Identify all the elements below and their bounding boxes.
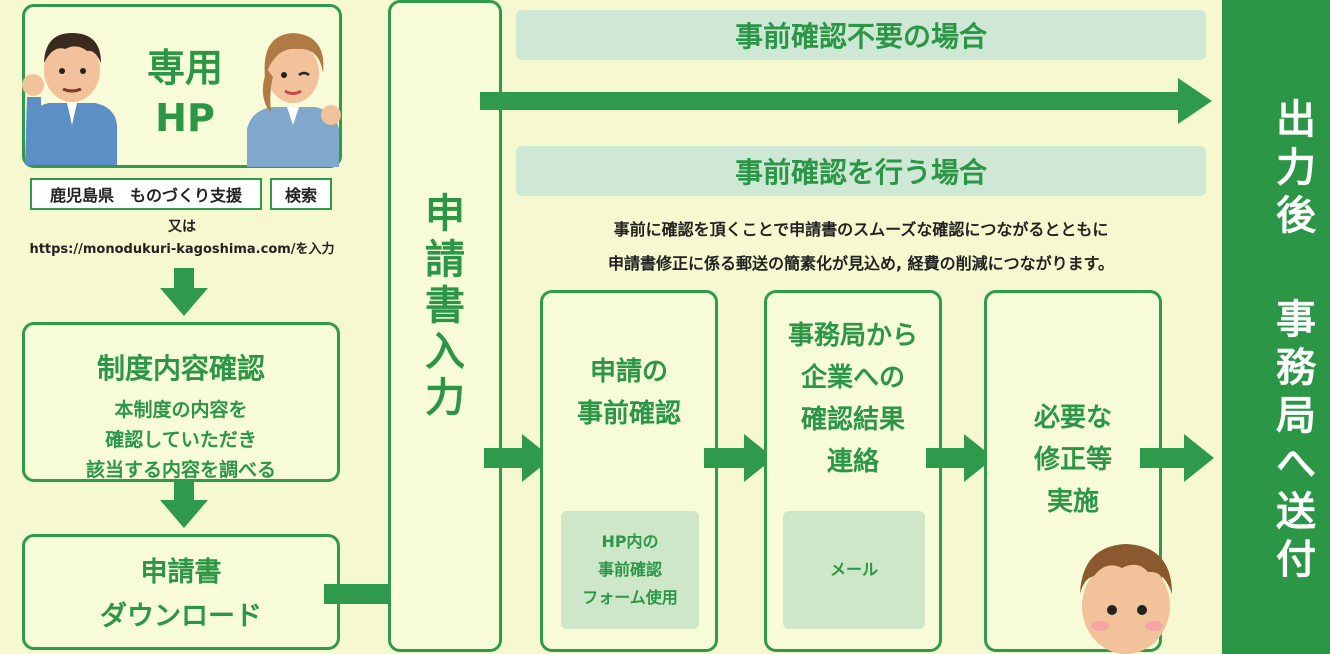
output-send-column: 出 力 後 事 務 局 へ 送 付 [1222,0,1330,654]
hp-form-sub-box: HP内の 事前確認 フォーム使用 [561,511,699,629]
application-download-line2: ダウンロード [100,601,262,632]
search-term-text: 鹿児島県 ものづくり支援 [49,186,242,205]
long-right-arrow-icon [480,78,1212,124]
output-text-col2: 事 務 局 へ 送 付 [1272,296,1320,584]
step-result-contact-title: 事務局から 企業への 確認結果 連絡 [767,315,939,483]
output-char: 事 [1276,297,1316,343]
step-result-line4: 連絡 [826,447,879,477]
right-arrow-icon [704,434,774,482]
output-char: 送 [1276,489,1316,535]
right-arrow-icon [926,434,994,482]
down-arrow-icon [160,480,208,528]
step-correction-title: 必要な 修正等 実施 [987,397,1159,523]
output-text-col1: 出 力 後 [1272,96,1320,240]
input-char: 力 [425,375,465,421]
info-text-line2: 申請書修正に係る郵送の簡素化が見込め, 経費の削減につながります。 [607,254,1115,273]
email-sub-box: メール [783,511,925,629]
step-correction-line2: 修正等 [1033,445,1112,475]
url-text: https://monodukuri-kagoshima.com/を入力 [29,242,335,257]
hp-form-line2: 事前確認 [597,560,662,579]
application-download-box: 申請書 ダウンロード [22,534,340,650]
hp-form-line1: HP内の [601,532,659,551]
input-char: 申 [425,191,465,237]
info-text-line1: 事前に確認を頂くことで申請書のスムーズな確認につながるとともに [613,220,1109,239]
system-check-desc-line3: 該当する内容を調べる [85,459,276,481]
output-char: 力 [1276,145,1316,191]
step-precheck-title: 申請の 事前確認 [543,351,715,435]
output-char: 局 [1276,393,1316,439]
search-button-label: 検索 [284,186,317,205]
input-char: 請 [425,237,465,283]
hp-title-line2: HP [155,96,215,140]
output-char: 付 [1276,537,1316,583]
system-check-title: 制度内容確認 [96,352,265,385]
input-char: 入 [425,329,465,375]
step-precheck-box: 申請の 事前確認 HP内の 事前確認 フォーム使用 [540,290,718,652]
with-precheck-label: 事前確認を行う場合 [734,156,987,189]
man-illustration [22,33,117,165]
step-correction-line1: 必要な [1033,403,1112,433]
woman-illustration [247,33,341,167]
hp-title: 専用 HP [135,43,235,143]
boy-illustration [1080,544,1172,654]
input-char: 書 [425,283,465,329]
down-arrow-icon [160,268,208,316]
no-precheck-banner: 事前確認不要の場合 [516,10,1206,60]
application-download-line1: 申請書 [140,557,222,588]
or-text: 又は [168,219,196,235]
hp-form-line3: フォーム使用 [582,588,678,607]
step-result-line1: 事務局から [787,321,918,351]
system-check-desc-line2: 確認していただき [105,429,257,451]
hp-panel: 専用 HP [22,4,342,168]
no-precheck-label: 事前確認不要の場合 [734,20,987,53]
step-result-line3: 確認結果 [800,405,905,435]
search-button[interactable]: 検索 [270,178,332,210]
output-char: 後 [1276,193,1316,239]
right-arrow-icon [1140,434,1214,482]
right-arrow-icon [484,434,552,482]
with-precheck-banner: 事前確認を行う場合 [516,146,1206,196]
application-download-text: 申請書 ダウンロード [25,551,337,639]
step-result-contact-box: 事務局から 企業への 確認結果 連絡 メール [764,290,942,652]
hp-title-line1: 専用 [146,46,223,90]
system-check-description: 本制度の内容を 確認していただき 該当する内容を調べる [25,395,337,485]
step-correction-line3: 実施 [1046,487,1099,517]
system-check-box: 制度内容確認 本制度の内容を 確認していただき 該当する内容を調べる [22,322,340,482]
application-input-text: 申 請 書 入 力 [391,191,499,421]
system-check-desc-line1: 本制度の内容を [114,399,248,421]
search-term-box[interactable]: 鹿児島県 ものづくり支援 [30,178,262,210]
step-precheck-line1: 申請の [589,357,668,387]
email-label: メール [829,560,878,579]
step-precheck-line2: 事前確認 [576,399,681,429]
output-char: へ [1276,441,1316,487]
step-result-line2: 企業への [800,363,905,393]
output-char: 務 [1276,345,1316,391]
output-char: 出 [1276,97,1316,143]
